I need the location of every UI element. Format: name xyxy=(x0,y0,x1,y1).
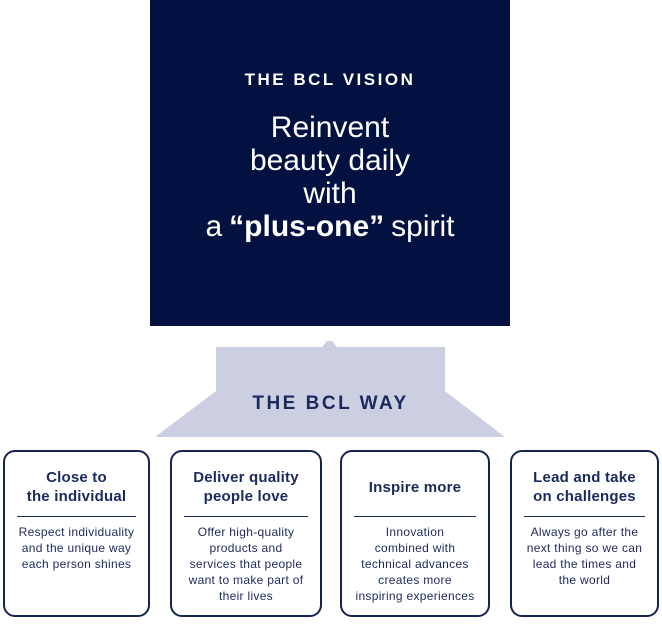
vision-headline-final-line: a “plus-one” spirit xyxy=(150,210,510,243)
vision-final-suffix: spirit xyxy=(391,210,455,243)
card-title: Inspire more xyxy=(368,478,462,496)
card-body: Offer high-quality products and services… xyxy=(188,525,304,603)
card-close-to-the-individual: Close to the individual Respect individu… xyxy=(3,450,150,617)
card-body: Respect individuality and the unique way… xyxy=(18,525,135,571)
card-divider xyxy=(184,516,308,517)
way-title: THE BCL WAY xyxy=(252,393,409,414)
way-funnel-shape xyxy=(155,341,505,437)
card-divider xyxy=(17,516,136,517)
card-inspire-more: Inspire more Innovation combined with te… xyxy=(340,450,490,617)
card-divider xyxy=(354,516,476,517)
vision-headline: Reinvent beauty daily with xyxy=(249,111,411,210)
vision-title: THE BCL VISION xyxy=(244,70,416,89)
vision-plus-one-emphasis: “plus-one” xyxy=(229,210,385,243)
vision-box: THE BCL VISION Reinvent beauty daily wit… xyxy=(150,0,510,326)
card-title: Close to the individual xyxy=(26,469,127,505)
way-cards-row: Close to the individual Respect individu… xyxy=(0,450,662,617)
card-deliver-quality-people-love: Deliver quality people love Offer high-q… xyxy=(170,450,322,617)
card-title: Lead and take on challenges xyxy=(533,469,636,505)
card-title: Deliver quality people love xyxy=(193,469,299,505)
card-body: Always go after the next thing so we can… xyxy=(526,525,643,587)
card-body: Innovation combined with technical advan… xyxy=(355,525,475,603)
card-divider xyxy=(524,516,645,517)
card-lead-and-take-on-challenges: Lead and take on challenges Always go af… xyxy=(510,450,659,617)
vision-final-prefix: a xyxy=(205,210,223,243)
